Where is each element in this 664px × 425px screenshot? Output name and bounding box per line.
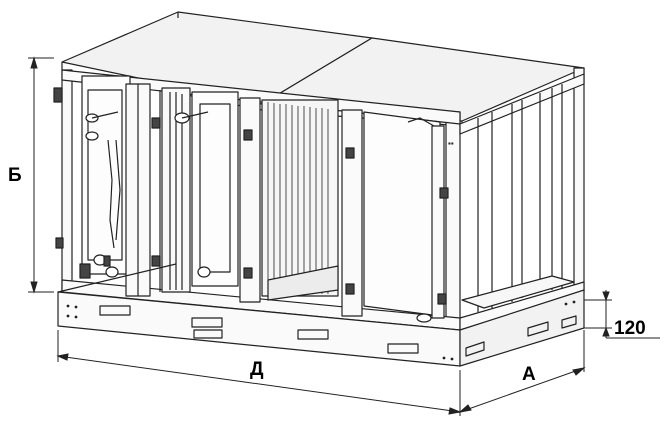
module-empty: ▪▪: [341, 109, 454, 323]
module-cooler: [174, 91, 261, 303]
module-heater: [53, 75, 161, 297]
module-filter: [161, 87, 191, 293]
dimension-base-height-label: 120: [614, 318, 646, 339]
dimension-width-label: А: [522, 364, 536, 385]
dimension-lines: [28, 56, 660, 416]
dimension-length-label: Д: [250, 359, 264, 380]
svg-text:▪▪: ▪▪: [448, 139, 454, 148]
module-fins: [261, 99, 339, 301]
dimension-height-label: Б: [8, 165, 22, 186]
base-frame: [57, 263, 585, 367]
side-frame: [459, 67, 585, 331]
